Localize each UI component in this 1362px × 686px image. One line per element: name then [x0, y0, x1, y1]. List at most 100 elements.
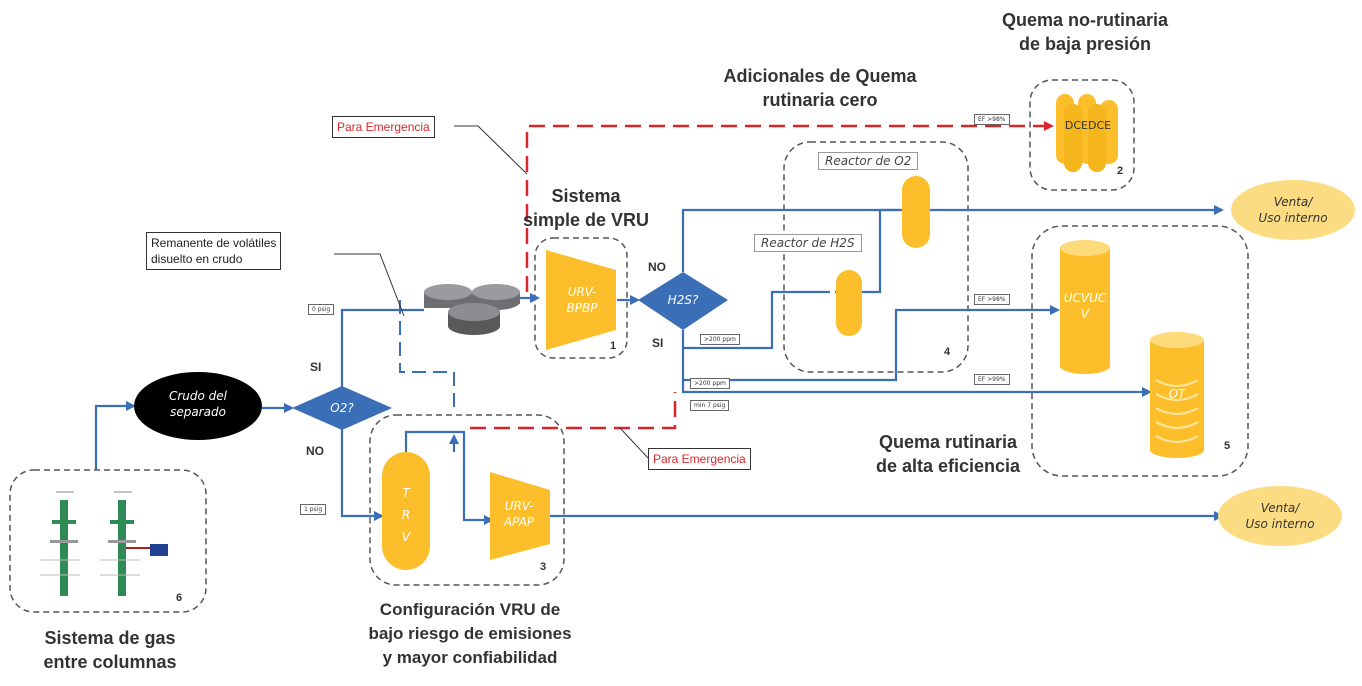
urv-apap-compressor — [490, 472, 550, 560]
group-number-3: 3 — [540, 561, 547, 573]
heading-quema-rutinaria-line2: de alta eficiencia — [875, 456, 1021, 476]
venta-node-top — [1231, 180, 1355, 240]
tag-ef-99: EF >99% — [974, 374, 1010, 385]
urv-apap-label: URV- APAP — [490, 498, 548, 530]
flow-o2-si-to-tanks — [340, 308, 424, 388]
emergency-line — [470, 392, 677, 430]
tag-1-psig: 1 psig — [300, 504, 327, 515]
flow-to-ucv — [681, 305, 1060, 382]
crudo-label-line2: separado — [170, 405, 226, 419]
heading-sistema-simple-line2: simple de VRU — [522, 210, 650, 230]
trv-label: T R V — [382, 482, 430, 548]
venta-node-bottom — [1218, 486, 1342, 546]
venta-top-line1: Venta/ — [1273, 195, 1313, 209]
urv-apap-line2: APAP — [503, 515, 535, 529]
heading-sistema-simple: Sistema simple de VRU — [516, 184, 656, 232]
tag-ef-98-top: EF >98% — [974, 114, 1010, 125]
tag-min-7-psig: min 7 psig — [690, 400, 730, 411]
ucv-line2: V — [1080, 307, 1090, 321]
trv-line1: T — [402, 486, 410, 500]
volatiles-dashed-line — [399, 300, 455, 412]
group-number-5: 5 — [1224, 440, 1231, 452]
crudo-label-line1: Crudo del — [168, 389, 228, 403]
reactor-o2-vessel — [902, 176, 930, 248]
urv-bpbp-line1: URV- — [567, 285, 597, 299]
trv-vessel — [382, 452, 430, 570]
flow-o2-no-to-trv — [340, 428, 384, 521]
h2s-si-label: SI — [652, 336, 664, 350]
venta-top-line2: Uso interno — [1258, 211, 1328, 225]
o2-decision-label: O2? — [330, 401, 354, 415]
group-number-2: 2 — [1117, 165, 1124, 177]
heading-quema-rutinaria: Quema rutinaria de alta eficiencia — [850, 430, 1046, 478]
emergency-bottom-leader — [619, 427, 649, 459]
ot-label: OT — [1168, 387, 1186, 401]
heading-quema-rutinaria-line1: Quema rutinaria — [878, 432, 1018, 452]
h2s-decision-node — [638, 272, 728, 330]
group-box-configuracion — [369, 414, 565, 586]
crudo-label: Crudo del separado — [150, 388, 246, 420]
o2-decision-node — [292, 386, 392, 430]
ucv-cylinder — [1060, 240, 1110, 374]
trv-line2: R — [401, 508, 411, 522]
heading-quema-no-rutinaria: Quema no-rutinaria de baja presión — [990, 8, 1180, 56]
h2s-no-label: NO — [648, 260, 666, 274]
flow-to-ot — [681, 380, 1152, 397]
crudo-node — [134, 372, 262, 440]
wellhead-illustration — [40, 491, 168, 596]
venta-top-label: Venta/ Uso interno — [1240, 194, 1346, 226]
tag-0-psig: 0 psig — [308, 304, 335, 315]
heading-sistema-simple-line1: Sistema — [551, 186, 621, 206]
venta-bottom-line1: Venta/ — [1260, 501, 1300, 515]
venta-bottom-line2: Uso interno — [1245, 517, 1315, 531]
tag-ef-98-mid: EF >98% — [974, 294, 1010, 305]
trv-line3: V — [401, 530, 411, 544]
heading-quema-no-rutinaria-line1: Quema no-rutinaria — [1001, 10, 1169, 30]
flow-trv-to-urv-apap — [404, 430, 494, 525]
callout-remanente-line1: Remanente de volátiles — [151, 236, 277, 250]
dcedce-label: DCEDCE — [1064, 119, 1112, 132]
tag-200ppm-b: >200 ppm — [690, 378, 730, 389]
ucv-label: UCVUC V — [1058, 290, 1112, 322]
flow-gas-to-crudo — [94, 401, 136, 470]
heading-configuracion-line1: Configuración VRU de — [379, 600, 561, 619]
heading-configuracion-line2: bajo riesgo de emisiones — [368, 624, 572, 643]
reactor-h2s-label: Reactor de H2S — [754, 234, 862, 252]
ot-cylinder — [1150, 332, 1204, 458]
h2s-decision-label: H2S? — [667, 293, 699, 307]
heading-configuracion: Configuración VRU de bajo riesgo de emis… — [338, 598, 602, 670]
ucv-line1: UCVUC — [1063, 291, 1107, 305]
flow-lines — [94, 205, 1224, 525]
o2-si-label: SI — [310, 360, 322, 374]
heading-adicionales-line2: rutinaria cero — [762, 90, 878, 110]
reactor-o2-label: Reactor de O2 — [818, 152, 919, 170]
heading-sistema-gas: Sistema de gas entre columnas — [20, 626, 200, 674]
urv-bpbp-compressor — [546, 250, 616, 350]
reactor-h2s-vessel — [836, 270, 862, 336]
group-box-quema-no-rutinaria — [1029, 79, 1135, 191]
callout-emergencia-top: Para Emergencia — [332, 116, 435, 138]
flow-h2s-no-to-venta — [681, 205, 1224, 272]
callout-remanente: Remanente de volátiles disuelto en crudo — [146, 232, 282, 270]
urv-apap-line1: URV- — [504, 499, 534, 513]
heading-configuracion-line3: y mayor confiabilidad — [382, 648, 558, 667]
tag-200ppm-a: >200 ppm — [700, 334, 740, 345]
heading-sistema-gas-line2: entre columnas — [43, 652, 177, 672]
heading-sistema-gas-line1: Sistema de gas — [44, 628, 176, 648]
group-box-reactores — [783, 141, 969, 373]
heading-adicionales: Adicionales de Quema rutinaria cero — [700, 64, 940, 112]
callout-emergencia-bottom: Para Emergencia — [648, 448, 751, 470]
callout-emergencia-top-text: Para Emergencia — [337, 120, 430, 134]
emergency-top-leader — [454, 125, 528, 175]
venta-bottom-label: Venta/ Uso interno — [1227, 500, 1333, 532]
callout-emergencia-bottom-text: Para Emergencia — [653, 452, 746, 466]
emergency-riser — [525, 121, 1054, 292]
group-number-6: 6 — [176, 592, 183, 604]
group-number-4: 4 — [944, 346, 951, 358]
urv-bpbp-label: URV- BPBP — [552, 284, 612, 316]
heading-adicionales-line1: Adicionales de Quema — [723, 66, 917, 86]
callout-remanente-line2: disuelto en crudo — [151, 252, 243, 266]
group-number-1: 1 — [610, 340, 617, 352]
urv-bpbp-line2: BPBP — [566, 301, 598, 315]
